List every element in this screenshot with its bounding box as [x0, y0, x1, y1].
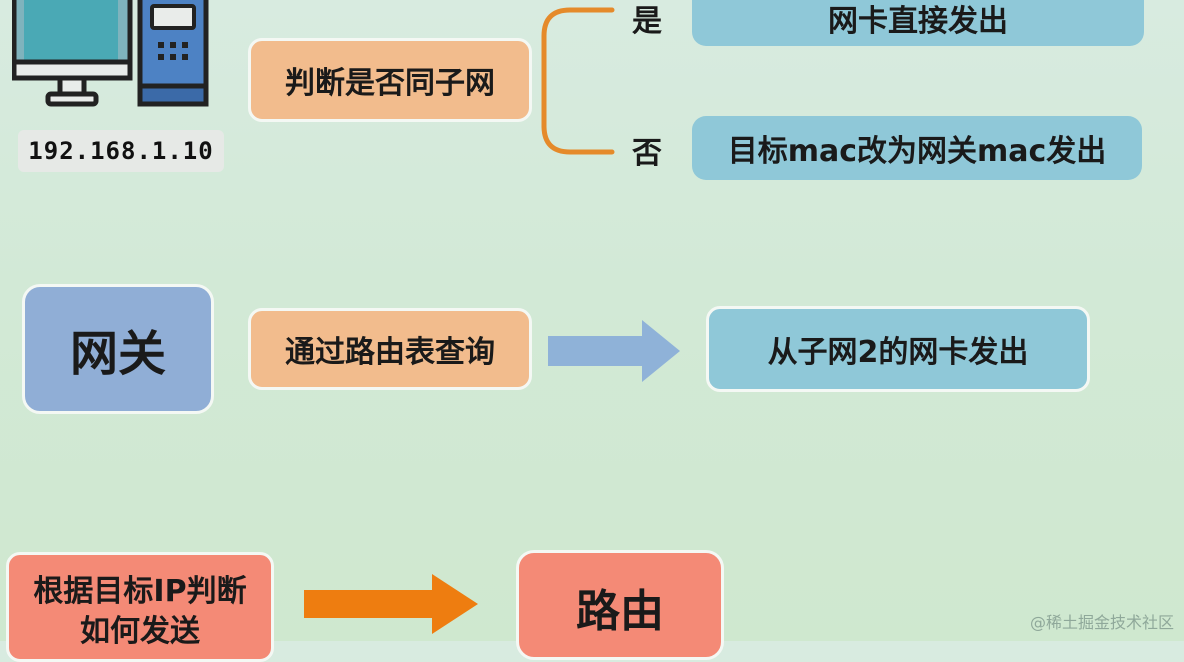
yes-action-box: 网卡直接发出 [692, 0, 1144, 46]
yes-action-text: 网卡直接发出 [828, 4, 1008, 39]
arrow-right-icon [548, 320, 680, 382]
gateway-box: 网关 [22, 284, 214, 414]
no-label: 否 [632, 136, 662, 171]
ip-address-label: 192.168.1.10 [18, 130, 224, 172]
routing-desc-text: 根据目标IP判断如何发送 [33, 574, 247, 649]
watermark: @稀土掘金技术社区 [1029, 613, 1174, 632]
gateway-title: 网关 [69, 326, 166, 382]
route-lookup-box: 通过路由表查询 [248, 308, 532, 390]
no-action-text: 目标mac改为网关mac发出 [727, 134, 1107, 169]
computer-icon [12, 0, 209, 107]
routing-desc-box: 根据目标IP判断如何发送 [6, 552, 274, 662]
no-action-box: 目标mac改为网关mac发出 [692, 116, 1142, 180]
routing-box: 路由 [516, 550, 724, 660]
route-lookup-text: 通过路由表查询 [285, 335, 495, 370]
output-nic-box: 从子网2的网卡发出 [706, 306, 1090, 392]
output-nic-text: 从子网2的网卡发出 [767, 335, 1029, 370]
routing-title: 路由 [576, 586, 664, 637]
arrow-right-icon [304, 574, 478, 634]
decision-text: 判断是否同子网 [285, 66, 495, 101]
decision-box: 判断是否同子网 [248, 38, 532, 122]
yes-label: 是 [632, 4, 662, 39]
branch-bracket [541, 7, 615, 155]
